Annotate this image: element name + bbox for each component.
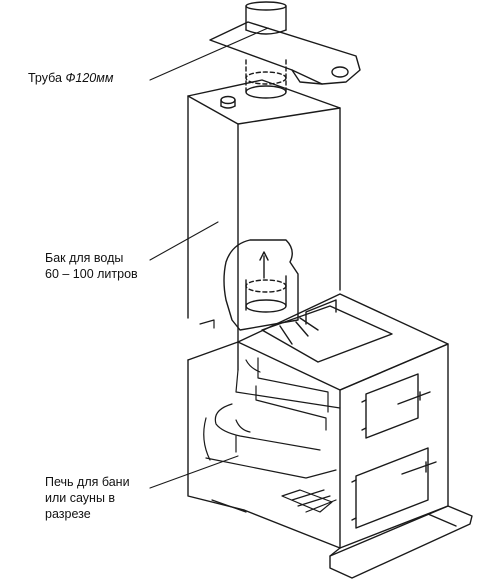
label-tank-line1: Бак для воды: [45, 251, 124, 265]
chimney-flange: [209, 21, 361, 85]
leader-tank: [149, 221, 219, 261]
tank-cutaway: [223, 239, 299, 331]
label-stove: Печь для бани или сауны в разрезе: [45, 474, 130, 522]
leader-pipe: [149, 27, 269, 81]
leader-stove: [149, 455, 239, 489]
chimney-pipe: [245, 1, 287, 99]
label-stove-line1: Печь для бани: [45, 475, 130, 489]
ash-tray: [329, 505, 473, 579]
label-stove-line3: разрезе: [45, 507, 91, 521]
label-tank-line2: 60 – 100 литров: [45, 267, 138, 281]
upper-door: [361, 373, 431, 439]
firebox-internal: [199, 319, 341, 513]
leader-lines: [149, 27, 269, 489]
label-pipe: Труба Ф120мм: [28, 70, 113, 86]
label-pipe-size: Ф120мм: [65, 71, 114, 85]
label-tank: Бак для воды 60 – 100 литров: [45, 250, 138, 282]
label-stove-line2: или сауны в: [45, 491, 116, 505]
lower-door: [351, 447, 437, 529]
label-pipe-text: Труба: [28, 71, 62, 85]
water-tank: [187, 79, 341, 343]
